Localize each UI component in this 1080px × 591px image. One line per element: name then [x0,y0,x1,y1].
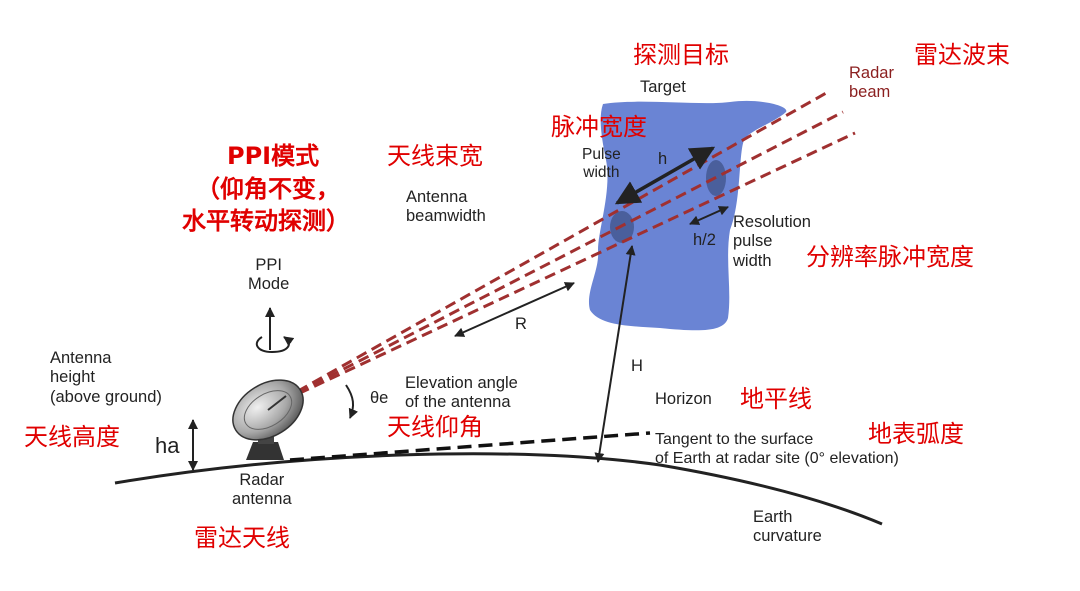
height-label: H [631,357,643,375]
elevation-angle-arc [345,384,359,419]
earth-arc-label-cn: 地表弧度 [868,420,964,448]
radar-beam-label: Radar beam [849,64,894,102]
height-arrow [594,245,636,463]
tangent-line [289,431,651,462]
resolution-label-cn: 分辨率脉冲宽度 [806,243,974,271]
theta-e-label: θe [370,389,389,407]
rotation-icon [255,307,295,354]
elevation-angle-label: Elevation angle of the antenna [405,374,518,412]
antenna-beamwidth-label: Antenna beamwidth [406,188,486,226]
target-label: Target [640,78,686,96]
ppi-desc-line3-cn: 水平转动探测） [182,207,350,235]
radar-antenna-label: Radar antenna [232,471,292,509]
radar-dish-icon [232,379,304,460]
ppi-desc-line2-cn: （仰角不变， [196,175,340,203]
ha-label: ha [155,433,180,458]
pulse-width-arrow [614,146,716,205]
antenna-height-label: Antenna height (above ground) [50,349,162,406]
radar-beam-lines [267,90,856,410]
range-label: R [515,315,527,333]
beamwidth-label-cn: 天线束宽 [387,142,483,170]
range-arrow [454,282,575,337]
earth-curvature-label: Earth curvature [753,508,822,546]
horizon-label: Horizon [655,390,712,408]
half-pulse-arrow [689,206,729,225]
resolution-pulse-width-label: Resolution pulse width [733,213,811,270]
radar-beam-label-cn: 雷达波束 [914,41,1010,69]
tangent-label: Tangent to the surface of Earth at radar… [655,431,899,467]
radar-antenna-label-cn: 雷达天线 [194,524,290,552]
ppi-mode-label: PPI Mode [248,256,290,294]
pulse-width-label: Pulse width [582,146,621,182]
antenna-height-label-cn: 天线高度 [24,423,120,451]
h-label: h [658,150,668,168]
target-label-cn: 探测目标 [633,41,729,69]
ppi-title-cn: PPI模式 [227,142,320,170]
elevation-label-cn: 天线仰角 [387,413,483,441]
h-half-label: h/2 [693,231,716,249]
pulse-width-label-cn: 脉冲宽度 [551,113,647,141]
horizon-label-cn: 地平线 [740,385,812,413]
